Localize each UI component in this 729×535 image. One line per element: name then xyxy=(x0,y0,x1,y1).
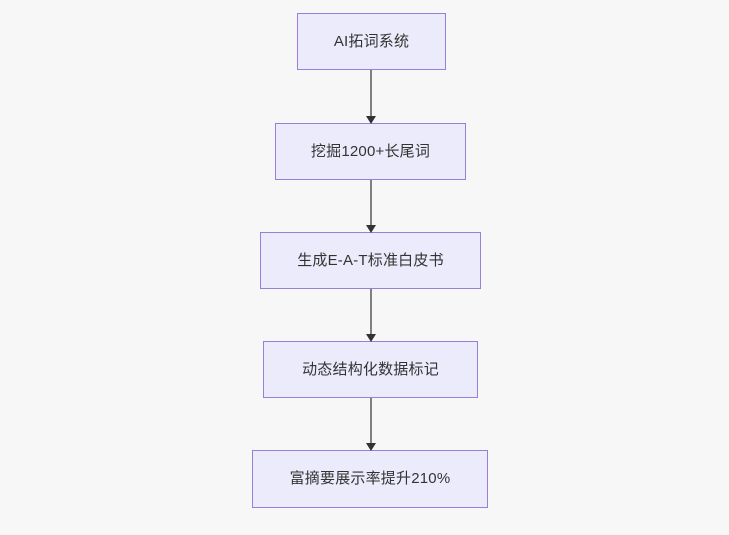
flow-edge-connector xyxy=(370,398,372,443)
flow-node-label: 动态结构化数据标记 xyxy=(302,360,439,378)
arrowhead-down-icon xyxy=(366,443,376,451)
flow-edge-connector xyxy=(370,70,372,116)
arrowhead-down-icon xyxy=(366,116,376,124)
flow-node-generate-eat-whitepaper[interactable]: 生成E-A-T标准白皮书 xyxy=(260,232,481,289)
flow-edge-connector xyxy=(370,180,372,225)
flow-node-label: 挖掘1200+长尾词 xyxy=(310,142,431,160)
flow-node-label: 富摘要展示率提升210% xyxy=(289,470,451,487)
flow-node-dynamic-structured-data-markup[interactable]: 动态结构化数据标记 xyxy=(263,341,478,398)
flow-node-ai-keyword-system[interactable]: AI拓词系统 xyxy=(297,13,446,70)
flow-edge-connector xyxy=(370,289,372,334)
arrowhead-down-icon xyxy=(366,225,376,233)
flow-node-rich-snippet-impression-uplift[interactable]: 富摘要展示率提升210% xyxy=(252,450,488,508)
flow-node-mine-longtail-keywords[interactable]: 挖掘1200+长尾词 xyxy=(275,123,466,180)
arrowhead-down-icon xyxy=(366,334,376,342)
flow-node-label: 生成E-A-T标准白皮书 xyxy=(297,251,444,269)
flow-node-label: AI拓词系统 xyxy=(333,32,410,50)
